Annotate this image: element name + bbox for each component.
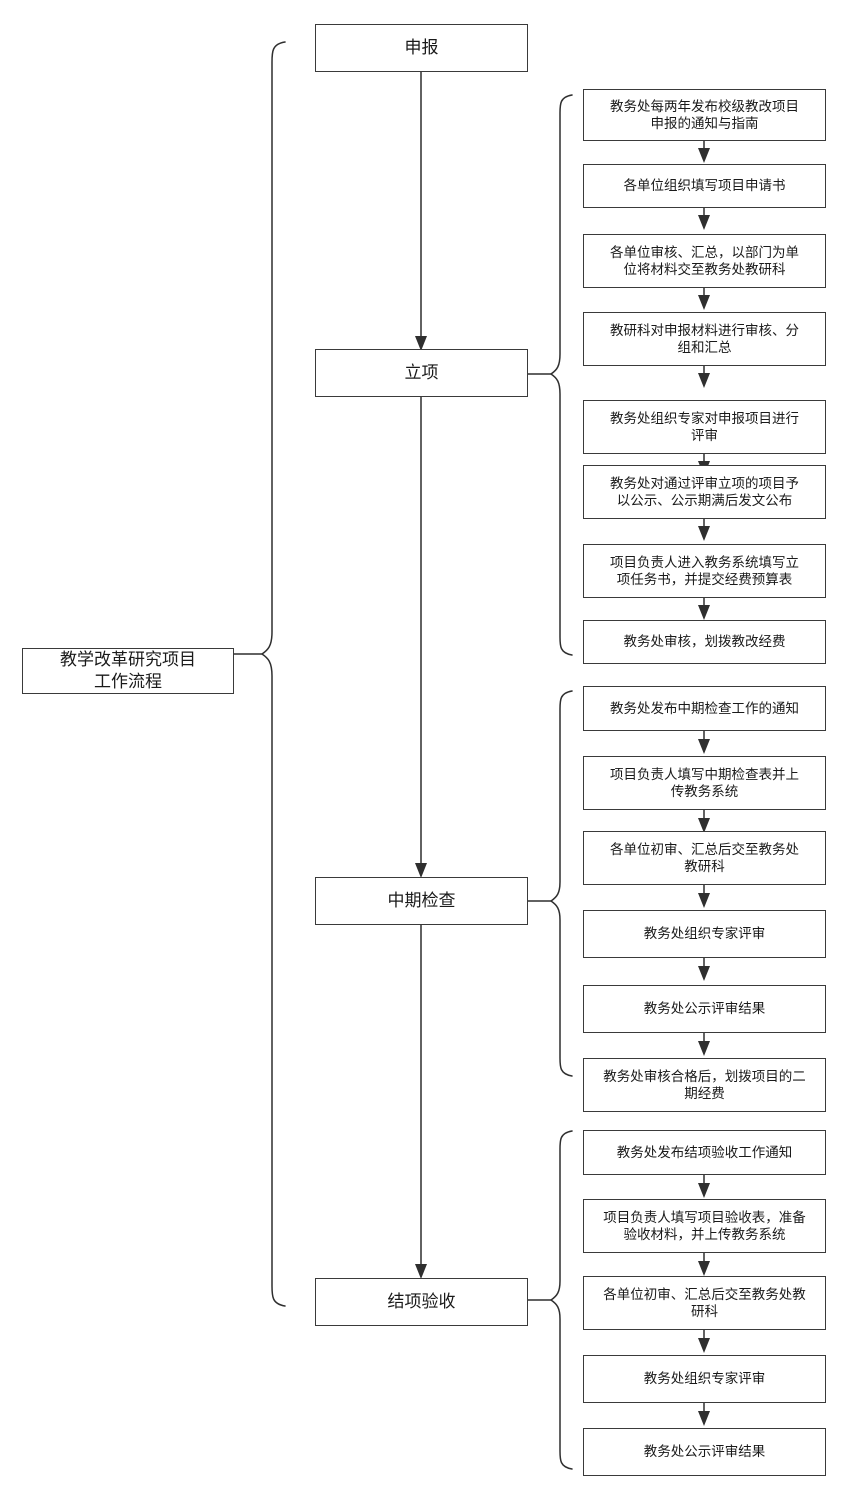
- step-midterm-1[interactable]: 教务处发布中期检查工作的通知: [583, 686, 826, 731]
- stage-approval-label: 立项: [404, 363, 439, 383]
- step-midterm-2[interactable]: 项目负责人填写中期检查表并上 传教务系统: [583, 756, 826, 810]
- step-completion-1-label: 教务处发布结项验收工作通知: [616, 1144, 793, 1160]
- step-midterm-5-label: 教务处公示评审结果: [643, 1001, 766, 1017]
- step-approval-3-label: 各单位审核、汇总，以部门为单 位将材料交至教务处教研科: [610, 244, 799, 277]
- stage-midterm[interactable]: 中期检查: [315, 877, 528, 925]
- stage-spine: [415, 72, 427, 1279]
- step-approval-3[interactable]: 各单位审核、汇总，以部门为单 位将材料交至教务处教研科: [583, 234, 826, 288]
- step-approval-5[interactable]: 教务处组织专家对申报项目进行 评审: [583, 400, 826, 454]
- stage-application-label: 申报: [404, 38, 439, 58]
- step-completion-4-label: 教务处组织专家评审: [643, 1371, 766, 1387]
- stage-completion-label: 结项验收: [387, 1292, 456, 1312]
- stage-midterm-label: 中期检查: [387, 891, 456, 911]
- step-approval-2-label: 各单位组织填写项目申请书: [623, 178, 786, 194]
- step-completion-1[interactable]: 教务处发布结项验收工作通知: [583, 1130, 826, 1175]
- step-approval-8[interactable]: 教务处审核，划拨教改经费: [583, 620, 826, 664]
- step-completion-2-label: 项目负责人填写项目验收表，准备 验收材料，并上传教务系统: [603, 1209, 806, 1242]
- step-completion-4[interactable]: 教务处组织专家评审: [583, 1355, 826, 1403]
- step-midterm-3-label: 各单位初审、汇总后交至教务处 教研科: [610, 841, 799, 874]
- step-completion-3-label: 各单位初审、汇总后交至教务处教 研科: [603, 1286, 806, 1319]
- step-midterm-2-label: 项目负责人填写中期检查表并上 传教务系统: [610, 766, 799, 799]
- step-approval-2[interactable]: 各单位组织填写项目申请书: [583, 164, 826, 208]
- midterm-group-brace: [528, 690, 573, 1077]
- arrow-to-midterm: [415, 863, 427, 878]
- step-midterm-4[interactable]: 教务处组织专家评审: [583, 910, 826, 958]
- arrow-to-completion: [415, 1264, 427, 1279]
- step-approval-6-label: 教务处对通过评审立项的项目予 以公示、公示期满后发文公布: [610, 475, 799, 508]
- step-midterm-4-label: 教务处组织专家评审: [643, 926, 766, 942]
- step-approval-4[interactable]: 教研科对申报材料进行审核、分 组和汇总: [583, 312, 826, 366]
- step-approval-6[interactable]: 教务处对通过评审立项的项目予 以公示、公示期满后发文公布: [583, 465, 826, 519]
- stage-completion[interactable]: 结项验收: [315, 1278, 528, 1326]
- step-midterm-5[interactable]: 教务处公示评审结果: [583, 985, 826, 1033]
- step-approval-1[interactable]: 教务处每两年发布校级教改项目 申报的通知与指南: [583, 89, 826, 141]
- step-midterm-3[interactable]: 各单位初审、汇总后交至教务处 教研科: [583, 831, 826, 885]
- step-completion-5-label: 教务处公示评审结果: [643, 1444, 766, 1460]
- step-approval-7[interactable]: 项目负责人进入教务系统填写立 项任务书，并提交经费预算表: [583, 544, 826, 598]
- root-node-label: 教学改革研究项目 工作流程: [60, 650, 196, 691]
- step-approval-1-label: 教务处每两年发布校级教改项目 申报的通知与指南: [610, 98, 799, 131]
- step-midterm-6-label: 教务处审核合格后，划拨项目的二 期经费: [603, 1068, 806, 1101]
- step-midterm-6[interactable]: 教务处审核合格后，划拨项目的二 期经费: [583, 1058, 826, 1112]
- step-midterm-1-label: 教务处发布中期检查工作的通知: [610, 700, 799, 716]
- completion-group-brace: [528, 1130, 573, 1470]
- stage-approval[interactable]: 立项: [315, 349, 528, 397]
- step-approval-7-label: 项目负责人进入教务系统填写立 项任务书，并提交经费预算表: [610, 554, 799, 587]
- step-approval-8-label: 教务处审核，划拨教改经费: [623, 634, 786, 650]
- step-completion-2[interactable]: 项目负责人填写项目验收表，准备 验收材料，并上传教务系统: [583, 1199, 826, 1253]
- root-node[interactable]: 教学改革研究项目 工作流程: [22, 648, 234, 694]
- step-approval-4-label: 教研科对申报材料进行审核、分 组和汇总: [610, 322, 799, 355]
- stage-application[interactable]: 申报: [315, 24, 528, 72]
- root-brace: [261, 41, 286, 1307]
- approval-group-brace: [528, 94, 573, 656]
- step-approval-5-label: 教务处组织专家对申报项目进行 评审: [610, 410, 799, 443]
- step-completion-3[interactable]: 各单位初审、汇总后交至教务处教 研科: [583, 1276, 826, 1330]
- step-completion-5[interactable]: 教务处公示评审结果: [583, 1428, 826, 1476]
